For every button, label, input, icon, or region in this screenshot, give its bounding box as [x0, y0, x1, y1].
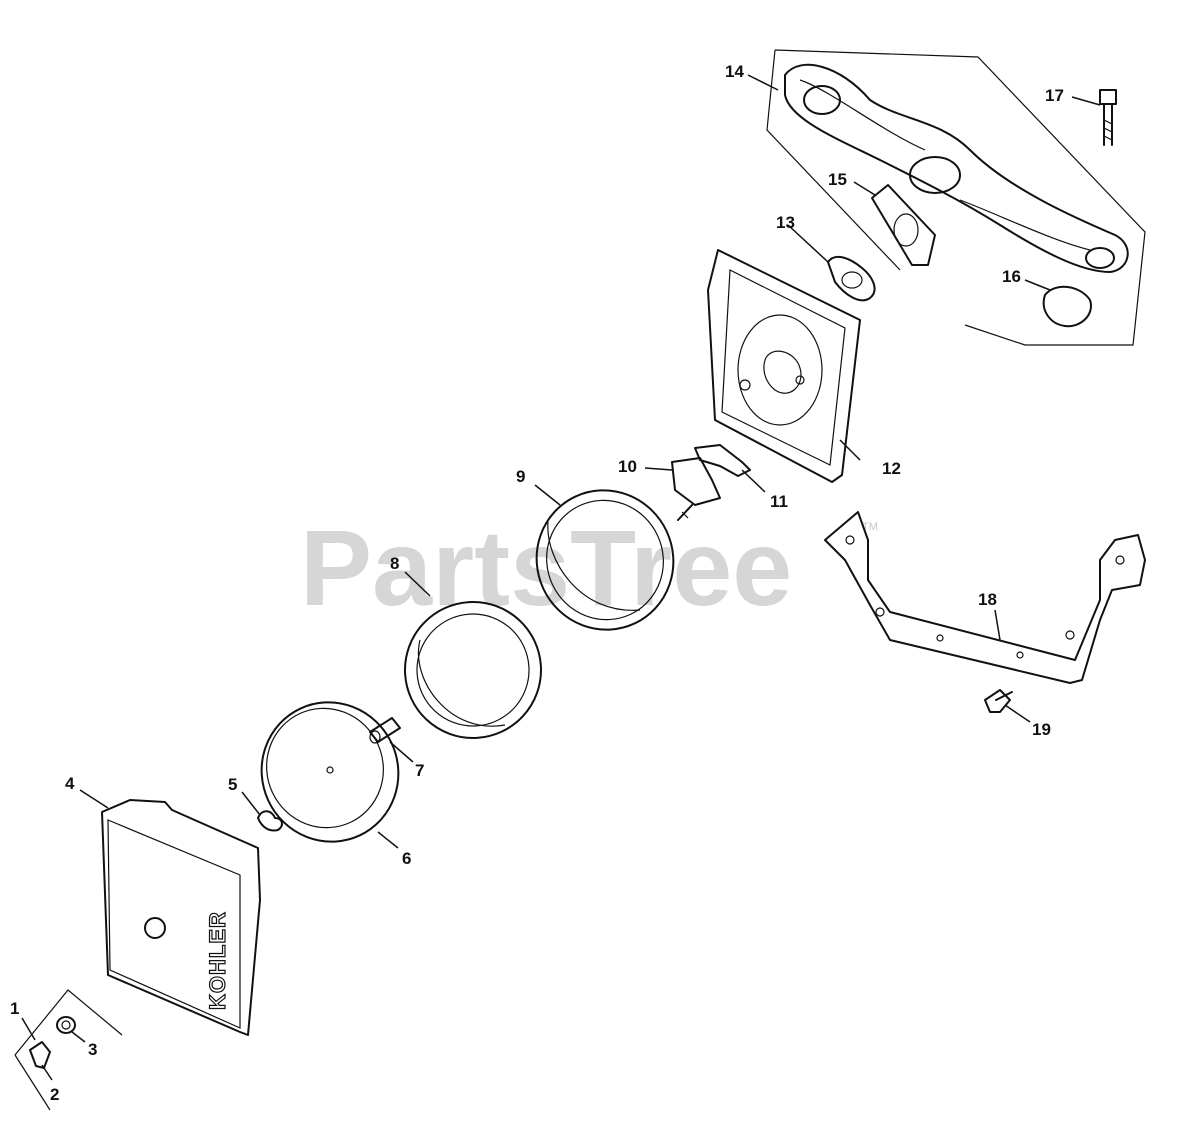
part-8-foam-pre-cleaner[interactable]	[383, 580, 564, 761]
watermark: PartsTree TM	[300, 507, 878, 628]
callout-12[interactable]: 12	[882, 459, 901, 478]
part-16-o-ring[interactable]	[1042, 285, 1092, 328]
part-3-washer[interactable]	[56, 1016, 76, 1034]
part-1-fastener-group[interactable]	[14, 989, 123, 1111]
callout-8[interactable]: 8	[390, 554, 399, 573]
part-6-element-cover[interactable]	[239, 680, 421, 864]
part-15-gasket[interactable]	[871, 184, 936, 266]
callout-7[interactable]: 7	[415, 761, 424, 780]
part-5-wing-nut[interactable]	[257, 810, 283, 832]
part-4-air-cleaner-cover[interactable]: KOHLER	[101, 799, 261, 1036]
callout-19[interactable]: 19	[1032, 720, 1051, 739]
part-12-air-cleaner-base[interactable]	[707, 249, 861, 483]
watermark-text: PartsTree	[300, 507, 792, 628]
part-11-bracket[interactable]	[694, 444, 751, 477]
callout-10[interactable]: 10	[618, 457, 637, 476]
callout-5[interactable]: 5	[228, 775, 237, 794]
callout-1[interactable]: 1	[10, 999, 19, 1018]
part-17-bolt[interactable]	[1099, 89, 1117, 146]
part-19-bolt[interactable]	[984, 689, 1013, 713]
callout-2[interactable]: 2	[50, 1085, 59, 1104]
callout-6[interactable]: 6	[402, 849, 411, 868]
callout-labels: 1 2 3 4 5 6 7 8 9 10 11 12 13 14 15 16 1…	[10, 62, 1064, 1104]
callout-4[interactable]: 4	[65, 774, 75, 793]
part-14-manifold-assembly[interactable]	[766, 49, 1146, 346]
callout-18[interactable]: 18	[978, 590, 997, 609]
callout-14[interactable]: 14	[725, 62, 744, 81]
callout-9[interactable]: 9	[516, 467, 525, 486]
callout-17[interactable]: 17	[1045, 86, 1064, 105]
callout-3[interactable]: 3	[88, 1040, 97, 1059]
part-13-gasket[interactable]	[827, 255, 876, 302]
callout-15[interactable]: 15	[828, 170, 847, 189]
part-18-mounting-bracket[interactable]	[824, 511, 1146, 684]
callout-11[interactable]: 11	[770, 492, 788, 511]
callout-13[interactable]: 13	[776, 213, 795, 232]
leader-lines	[21, 74, 1101, 1081]
callout-16[interactable]: 16	[1002, 267, 1021, 286]
cover-brand-text: KOHLER	[205, 911, 230, 1010]
watermark-tm: TM	[862, 521, 878, 533]
part-9-paper-filter-element[interactable]	[514, 468, 696, 652]
